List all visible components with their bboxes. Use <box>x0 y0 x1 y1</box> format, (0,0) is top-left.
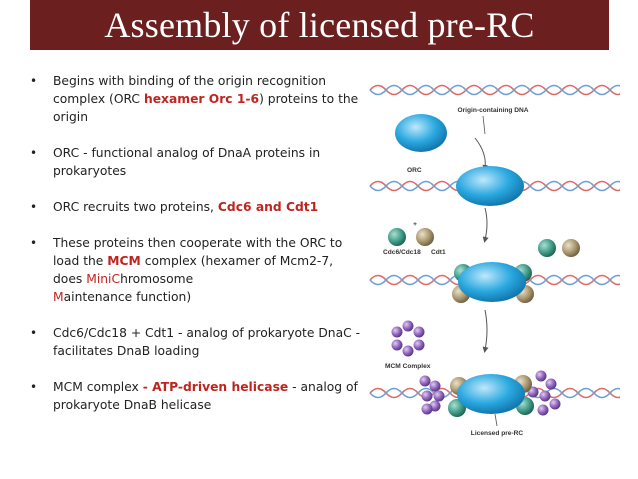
bullet-highlight: MCM <box>107 254 141 268</box>
arrow-icon <box>482 309 489 353</box>
label-dna: Origin-containing DNA <box>457 107 528 114</box>
label-mcm: MCM Complex <box>385 363 431 370</box>
bullet-dash: - <box>142 380 153 394</box>
maint-initial: M <box>53 290 64 304</box>
label-prerc: Licensed pre-RC <box>471 430 524 437</box>
mcm-left <box>419 375 445 415</box>
label-bg <box>450 105 536 114</box>
bullet-dot: • <box>30 380 38 394</box>
bullet-text-end: ) proteins to the origin <box>53 92 359 124</box>
maint-rest: aintenance function) <box>63 290 192 304</box>
bullet-text: Begins with binding of the origin recogn… <box>53 74 327 106</box>
bullet-dot: • <box>30 74 38 88</box>
bullet-text: ORC - functional analog of DnaA proteins… <box>53 146 321 178</box>
mcm-stage: MCM Complex <box>385 309 489 370</box>
bullet-text: Cdc6/Cdc18 + Cdt1 - analog of prokaryote… <box>53 326 361 358</box>
cdt1-protein <box>562 239 580 257</box>
cdc6-cdt1-stage: + Cdc6/Cdc18 Cdt1 <box>383 207 580 257</box>
arrow-icon <box>474 137 489 171</box>
bullet-text: MCM complex <box>53 380 143 394</box>
pointer-line <box>482 115 486 135</box>
bullet-text-end: - analog of prokaryote DnaB helicase <box>53 380 358 412</box>
bullet-highlight: hexamer Orc 1-6 <box>143 92 260 106</box>
bullet-dot: • <box>30 326 38 340</box>
dna-helix <box>369 84 620 96</box>
figure-svg: Origin-containing DNA ORC + Cdc6/Cdc18 C… <box>369 84 620 437</box>
arrow-icon <box>482 207 489 243</box>
label-orc: ORC <box>407 167 422 174</box>
orc-stage: ORC <box>395 114 489 174</box>
dna-origin-stage: Origin-containing DNA <box>369 84 620 135</box>
bullet-orc-recruits: • ORC recruits two proteins, Cdc6 and Cd… <box>28 198 363 216</box>
slide-title: Assembly of licensed pre-RC <box>104 5 535 45</box>
pre-rc-assembly-figure: Origin-containing DNA ORC + Cdc6/Cdc18 C… <box>365 68 620 463</box>
bullet-highlight: Cdc6 and Cdt1 <box>217 200 319 214</box>
bullet-text-mid: complex (hexamer of Mcm2-7, does <box>53 254 334 286</box>
bullet-dot: • <box>30 146 38 160</box>
cdc6-protein <box>538 239 556 257</box>
cdc6-protein <box>388 228 406 246</box>
bullet-orc-analog: • ORC - functional analog of DnaA protei… <box>28 144 363 180</box>
orc-protein <box>457 374 525 414</box>
title-bar: Assembly of licensed pre-RC <box>30 0 609 50</box>
pointer-line <box>494 413 498 427</box>
bullet-dot: • <box>30 236 38 250</box>
orc-bound-stage <box>369 166 620 206</box>
cdt1-protein <box>416 228 434 246</box>
bullet-highlight: ATP-driven helicase <box>152 380 289 394</box>
bullet-list: • Begins with binding of the origin reco… <box>28 72 363 432</box>
chromo-initial: C <box>111 272 121 286</box>
bullet-dot: • <box>30 200 38 214</box>
orc-protein <box>456 166 524 206</box>
label-cdc6: Cdc6/Cdc18 <box>383 249 421 256</box>
orc-protein <box>395 114 447 152</box>
bullet-text: These proteins then cooperate with the O… <box>53 236 343 268</box>
licensed-pre-rc-stage: Licensed pre-RC <box>369 370 620 437</box>
label-plus: + <box>413 221 417 228</box>
mcm-right <box>527 370 561 416</box>
mcm-ring <box>391 320 425 357</box>
orc-cdc6-cdt1-bound-stage <box>369 262 620 303</box>
bullet-text: ORC recruits two proteins, <box>53 200 218 214</box>
bullet-cdc6-analog: • Cdc6/Cdc18 + Cdt1 - analog of prokaryo… <box>28 324 363 360</box>
bullet-mcm-loading: • These proteins then cooperate with the… <box>28 234 363 306</box>
label-cdt1: Cdt1 <box>431 249 446 256</box>
mini-highlight: Mini <box>86 272 112 286</box>
bullet-orc-binding: • Begins with binding of the origin reco… <box>28 72 363 126</box>
bullet-helicase: • MCM complex - ATP-driven helicase - an… <box>28 378 363 414</box>
chromo-rest: hromosome <box>120 272 194 286</box>
orc-protein <box>458 262 526 302</box>
